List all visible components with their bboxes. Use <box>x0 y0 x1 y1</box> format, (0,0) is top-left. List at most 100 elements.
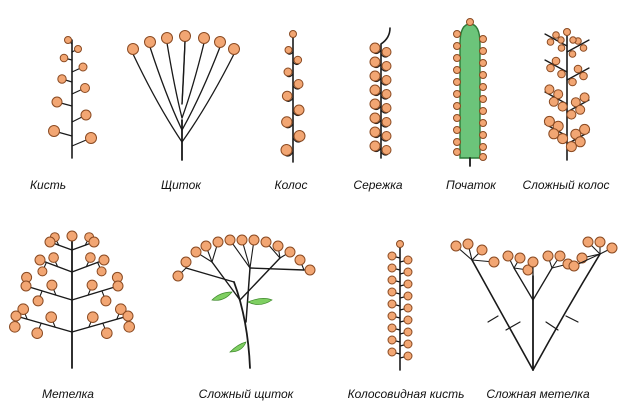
flower <box>381 103 392 113</box>
flower <box>570 97 581 108</box>
stem-line <box>25 285 73 301</box>
stem-curve <box>181 42 205 119</box>
flower <box>557 36 565 44</box>
flower <box>304 264 316 276</box>
flower <box>553 89 564 100</box>
flower <box>476 244 488 256</box>
flower <box>403 291 413 301</box>
flower <box>453 138 461 146</box>
flower <box>17 303 30 316</box>
flower <box>86 279 98 291</box>
flower <box>260 236 272 248</box>
compound-corymb-diagram <box>172 234 316 369</box>
flower <box>551 56 561 66</box>
flower <box>450 240 462 252</box>
flower <box>180 256 192 268</box>
flower <box>369 56 381 68</box>
flower <box>57 74 67 84</box>
leaf <box>229 341 247 353</box>
stem-line <box>245 267 251 323</box>
flower <box>396 240 404 248</box>
flower <box>236 234 248 246</box>
flower <box>289 30 297 38</box>
stem-curve <box>380 27 391 159</box>
stem-line <box>185 267 235 283</box>
flower <box>387 251 397 261</box>
flower <box>403 339 413 349</box>
flower <box>44 236 56 248</box>
flower <box>387 311 397 321</box>
flower <box>579 123 591 135</box>
flower <box>479 107 487 115</box>
flower <box>403 279 413 289</box>
flower <box>381 75 392 85</box>
spike-raceme-diagram <box>387 240 413 371</box>
flower <box>568 260 580 272</box>
flower <box>466 18 474 26</box>
flower <box>387 263 397 273</box>
flower <box>462 238 474 250</box>
stem-curve <box>181 46 221 131</box>
panicle-diagram <box>9 230 135 369</box>
flower <box>479 95 487 103</box>
flower <box>557 44 566 52</box>
flower <box>48 125 60 137</box>
stem-line <box>544 59 568 73</box>
flower <box>563 28 571 36</box>
stem-line <box>505 321 521 331</box>
flower <box>198 32 210 44</box>
flower <box>479 71 487 79</box>
flower <box>502 250 514 262</box>
flower <box>45 311 58 324</box>
stem-curve <box>471 259 534 371</box>
stem-curve <box>532 253 601 371</box>
label-compound-panicle: Сложная метелка <box>486 387 590 401</box>
flower <box>479 47 487 55</box>
flower <box>568 50 577 58</box>
flower <box>568 77 577 87</box>
flower <box>542 250 554 262</box>
stem-line <box>239 257 281 301</box>
flower <box>479 59 487 67</box>
flower <box>101 327 113 340</box>
flower <box>283 67 293 77</box>
flower <box>381 61 392 71</box>
flower <box>387 275 397 285</box>
flower <box>381 117 392 127</box>
stem-line <box>545 321 559 331</box>
flower <box>453 114 461 122</box>
flower <box>369 42 381 54</box>
stem-curve <box>166 42 183 119</box>
flower <box>272 240 284 252</box>
stem-line <box>15 315 73 333</box>
flower <box>284 46 293 54</box>
flower <box>64 36 72 44</box>
flower <box>387 335 397 345</box>
flower <box>554 250 566 262</box>
flower <box>574 136 586 148</box>
flower <box>575 104 586 115</box>
flower <box>557 69 566 79</box>
flower <box>579 92 590 103</box>
flower <box>453 126 461 134</box>
flower <box>88 236 100 248</box>
flower <box>527 256 539 268</box>
label-corymb: Щиток <box>161 178 202 192</box>
stem-line <box>566 39 590 53</box>
flower <box>403 303 413 313</box>
flower <box>10 310 22 322</box>
leaf <box>211 291 233 301</box>
stem-line <box>211 261 241 301</box>
stem-line <box>544 33 568 47</box>
flower <box>369 112 381 124</box>
flower <box>387 299 397 309</box>
flower <box>479 35 487 43</box>
flower <box>582 236 594 248</box>
flower <box>566 109 577 120</box>
flower <box>381 145 392 155</box>
flower <box>544 84 555 95</box>
flower <box>565 141 577 153</box>
flower <box>78 62 88 72</box>
flower <box>112 280 124 292</box>
